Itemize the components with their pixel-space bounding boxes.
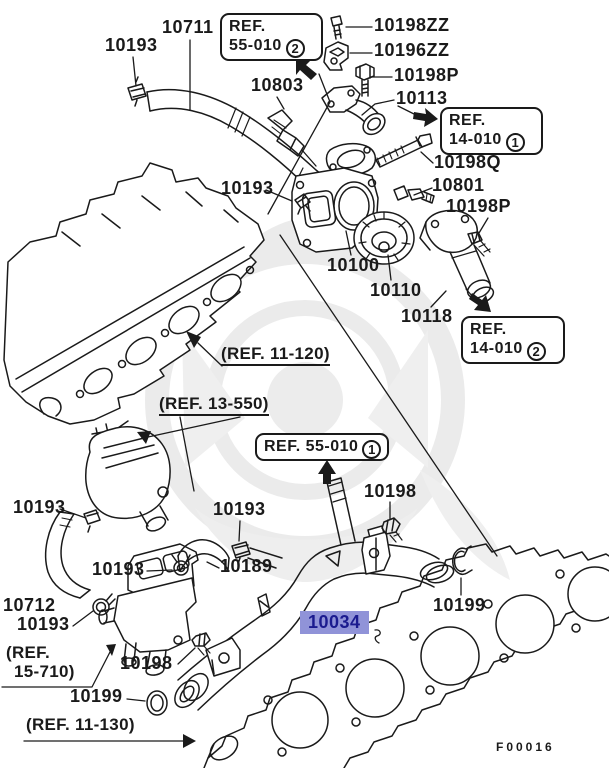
arrow-ref-13-550	[137, 431, 151, 444]
ref-note-15-710: (REF. 15-710)	[6, 643, 75, 681]
arrow-ref-11-130	[183, 734, 196, 748]
oring-10199-right-drawing	[451, 545, 473, 576]
ref-box-line1: REF.	[449, 112, 486, 129]
sensor-10801-drawing	[393, 185, 435, 204]
arrow-ref-15-710	[106, 644, 116, 656]
thermostat-case-drawing	[98, 543, 199, 676]
ref-box-line2: 14-010	[449, 131, 502, 148]
head-gasket-10034-drawing	[203, 543, 609, 768]
ref-note-11-130: (REF. 11-130)	[26, 715, 135, 734]
hose-10712-drawing	[44, 511, 91, 599]
leader-lines	[1, 26, 498, 742]
bolt-10198zz-drawing	[330, 15, 343, 40]
part-label-10113[interactable]: 10113	[396, 88, 448, 108]
clamp-10193-bottom-drawing	[92, 593, 116, 616]
ref-box-line2: 14-010	[470, 340, 523, 357]
part-label-10196zz[interactable]: 10196ZZ	[374, 40, 450, 60]
fitting-10113-drawing	[321, 85, 386, 136]
part-label-10189[interactable]: 10189	[220, 556, 273, 576]
thermostat-10110-drawing	[353, 211, 415, 265]
watermark-emblem	[145, 218, 510, 582]
ref-box-line1: REF. 55-010	[264, 438, 359, 455]
bolt-10198p-right-drawing	[467, 231, 491, 257]
part-label-10193-6[interactable]: 10193	[17, 614, 70, 634]
part-label-10803[interactable]: 10803	[251, 75, 304, 95]
part-label-10198zz[interactable]: 10198ZZ	[374, 15, 450, 35]
part-label-10193-1[interactable]: 10193	[105, 35, 158, 55]
clamp-10193-top-drawing	[127, 76, 147, 107]
part-label-10110[interactable]: 10110	[370, 280, 422, 300]
part-label-10199-1[interactable]: 10199	[70, 686, 123, 706]
water-pump-drawing	[85, 420, 171, 532]
ref-box-line1: REF.	[229, 18, 266, 35]
circled-number: 2	[285, 39, 305, 58]
part-label-10193-3[interactable]: 10193	[13, 497, 66, 517]
bracket-10196zz-drawing	[323, 41, 349, 71]
part-label-10801[interactable]: 10801	[432, 175, 485, 195]
clamp-10193-left-drawing	[83, 509, 101, 533]
arrow-to-ref-14-010-1	[413, 108, 438, 127]
bolt-10198q-drawing	[375, 133, 433, 168]
arrow-to-ref-14-010-2	[469, 293, 491, 312]
part-label-10712[interactable]: 10712	[3, 595, 56, 615]
circled-number: 2	[526, 342, 546, 361]
part-label-10193-4[interactable]: 10193	[213, 499, 266, 519]
arrow-ref-11-120	[186, 331, 201, 348]
grommet-10193-mid-drawing	[294, 193, 311, 215]
bolt-10198-bottom-drawing	[191, 632, 211, 656]
part-label-10711[interactable]: 10711	[162, 17, 214, 37]
spring-clamp-10193-drawing	[171, 554, 191, 576]
part-label-10100[interactable]: 10100	[327, 255, 380, 275]
circled-number: 1	[362, 440, 382, 459]
part-label-10198q[interactable]: 10198Q	[434, 152, 502, 172]
part-label-10193-5[interactable]: 10193	[92, 559, 145, 579]
ref-note-line1: (REF.	[6, 643, 50, 662]
clamp-10193-right-drawing	[231, 541, 251, 565]
hose-10189-drawing	[177, 539, 283, 572]
ref-box-line1: REF.	[470, 321, 507, 338]
bolt-10198-mid-drawing	[381, 517, 403, 543]
part-label-10193-2[interactable]: 10193	[221, 178, 274, 198]
figure-code: F00016	[496, 740, 555, 754]
ref-note-line2: 15-710)	[14, 662, 75, 681]
hose-to-ref55-drawing	[326, 477, 356, 546]
part-label-10198p-2[interactable]: 10198P	[446, 196, 512, 216]
part-label-10198-1[interactable]: 10198	[364, 481, 417, 501]
part-label-10118[interactable]: 10118	[401, 306, 453, 326]
circled-number: 1	[505, 133, 525, 152]
ref-box-line2: 55-010	[229, 37, 282, 54]
part-label-10034-highlighted[interactable]: 10034	[300, 611, 369, 634]
ref-note-13-550: (REF. 13-550)	[159, 394, 269, 416]
part-label-10198-2[interactable]: 10198	[120, 653, 173, 673]
sensor-10803-drawing	[267, 109, 305, 157]
cylinder-head-drawing	[3, 162, 265, 425]
arrow-to-ref-55-010-1	[318, 460, 336, 484]
outlet-10118-drawing	[419, 209, 495, 304]
part-label-10199-2[interactable]: 10199	[433, 595, 486, 615]
bolt-10198p-top-drawing	[355, 63, 375, 97]
ref-note-11-120: (REF. 11-120)	[221, 344, 330, 366]
arrow-to-ref-55-010-2	[296, 57, 317, 80]
oring-10199-left-drawing	[146, 690, 168, 716]
part-label-10198p-1[interactable]: 10198P	[394, 65, 460, 85]
